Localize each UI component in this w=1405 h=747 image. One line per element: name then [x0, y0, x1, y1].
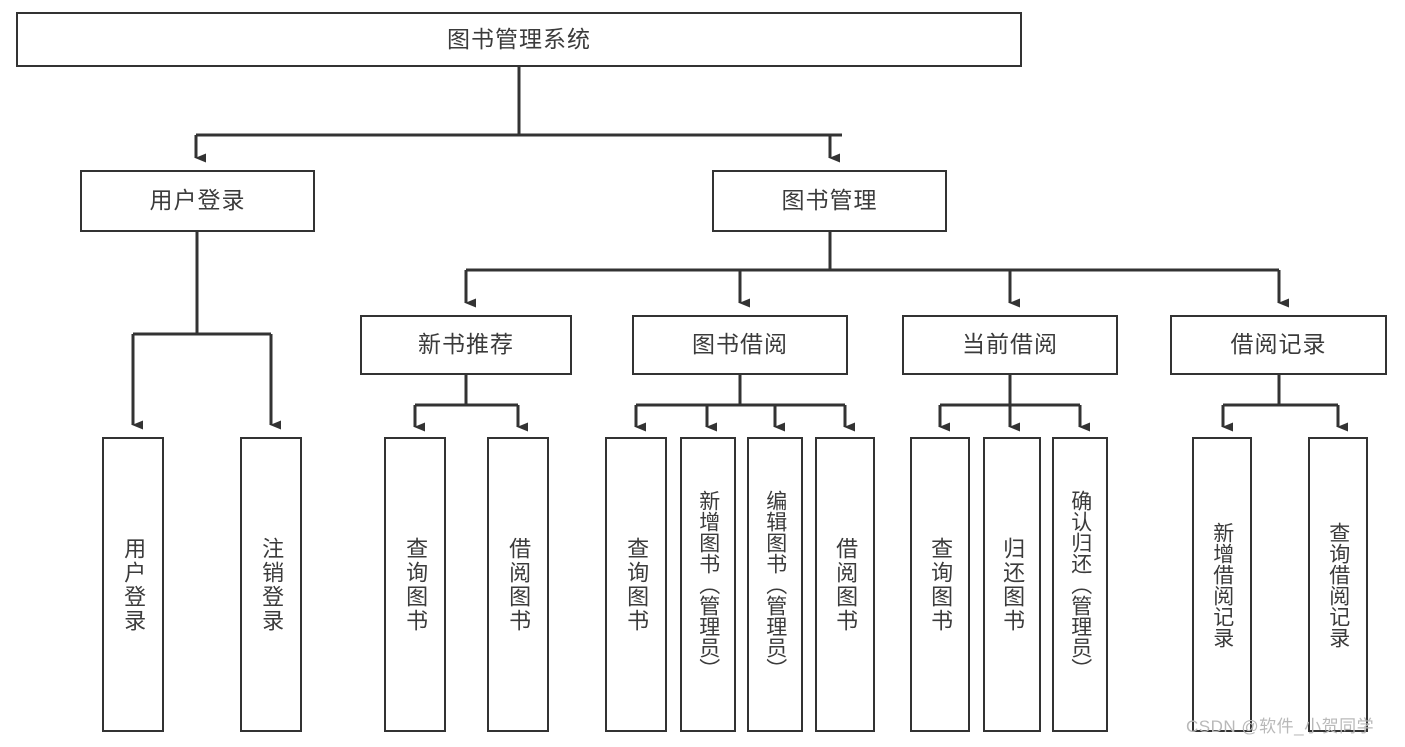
- node-leaf-confirm-return-label: 确认归还（管理员）: [1068, 490, 1092, 679]
- node-leaf-return-book[interactable]: 归还图书: [983, 437, 1041, 732]
- node-leaf-borrow-book-1[interactable]: 借阅图书: [487, 437, 549, 732]
- node-leaf-return-book-label: 归还图书: [1000, 536, 1026, 633]
- node-new-book-recommend[interactable]: 新书推荐: [360, 315, 572, 375]
- node-leaf-edit-book-label: 编辑图书（管理员）: [763, 490, 787, 679]
- node-leaf-logout-login[interactable]: 注销登录: [240, 437, 302, 732]
- node-user-login-label: 用户登录: [149, 187, 246, 214]
- node-leaf-add-book-label: 新增图书（管理员）: [696, 490, 720, 679]
- node-book-borrow-label: 图书借阅: [692, 331, 788, 358]
- node-leaf-add-record[interactable]: 新增借阅记录: [1192, 437, 1252, 732]
- node-current-borrow-label: 当前借阅: [962, 331, 1058, 358]
- node-leaf-user-login-label: 用户登录: [121, 536, 147, 633]
- node-leaf-query-book-2[interactable]: 查询图书: [605, 437, 667, 732]
- node-leaf-borrow-book-1-label: 借阅图书: [506, 536, 532, 633]
- node-leaf-add-record-label: 新增借阅记录: [1210, 521, 1234, 648]
- node-leaf-user-login[interactable]: 用户登录: [102, 437, 164, 732]
- node-user-login[interactable]: 用户登录: [80, 170, 315, 232]
- node-book-management[interactable]: 图书管理: [712, 170, 947, 232]
- node-leaf-query-book-3[interactable]: 查询图书: [910, 437, 970, 732]
- node-new-book-recommend-label: 新书推荐: [418, 331, 514, 358]
- node-leaf-query-book-3-label: 查询图书: [928, 536, 954, 633]
- node-leaf-confirm-return[interactable]: 确认归还（管理员）: [1052, 437, 1108, 732]
- node-borrow-record[interactable]: 借阅记录: [1170, 315, 1387, 375]
- node-leaf-add-book[interactable]: 新增图书（管理员）: [680, 437, 736, 732]
- csdn-watermark: CSDN @软件_小贺同学: [1186, 717, 1375, 736]
- node-leaf-query-book-1-label: 查询图书: [403, 536, 429, 633]
- node-leaf-logout-login-label: 注销登录: [259, 536, 285, 633]
- node-leaf-query-book-1[interactable]: 查询图书: [384, 437, 446, 732]
- node-borrow-record-label: 借阅记录: [1230, 331, 1327, 358]
- node-book-borrow[interactable]: 图书借阅: [632, 315, 848, 375]
- node-leaf-query-book-2-label: 查询图书: [624, 536, 650, 633]
- node-leaf-borrow-book-2-label: 借阅图书: [833, 536, 859, 633]
- node-book-management-label: 图书管理: [781, 187, 878, 214]
- node-leaf-query-record[interactable]: 查询借阅记录: [1308, 437, 1368, 732]
- node-root-label: 图书管理系统: [447, 25, 591, 52]
- node-leaf-borrow-book-2[interactable]: 借阅图书: [815, 437, 875, 732]
- node-root[interactable]: 图书管理系统: [16, 12, 1022, 67]
- node-leaf-query-record-label: 查询借阅记录: [1326, 521, 1350, 648]
- node-current-borrow[interactable]: 当前借阅: [902, 315, 1118, 375]
- node-leaf-edit-book[interactable]: 编辑图书（管理员）: [747, 437, 803, 732]
